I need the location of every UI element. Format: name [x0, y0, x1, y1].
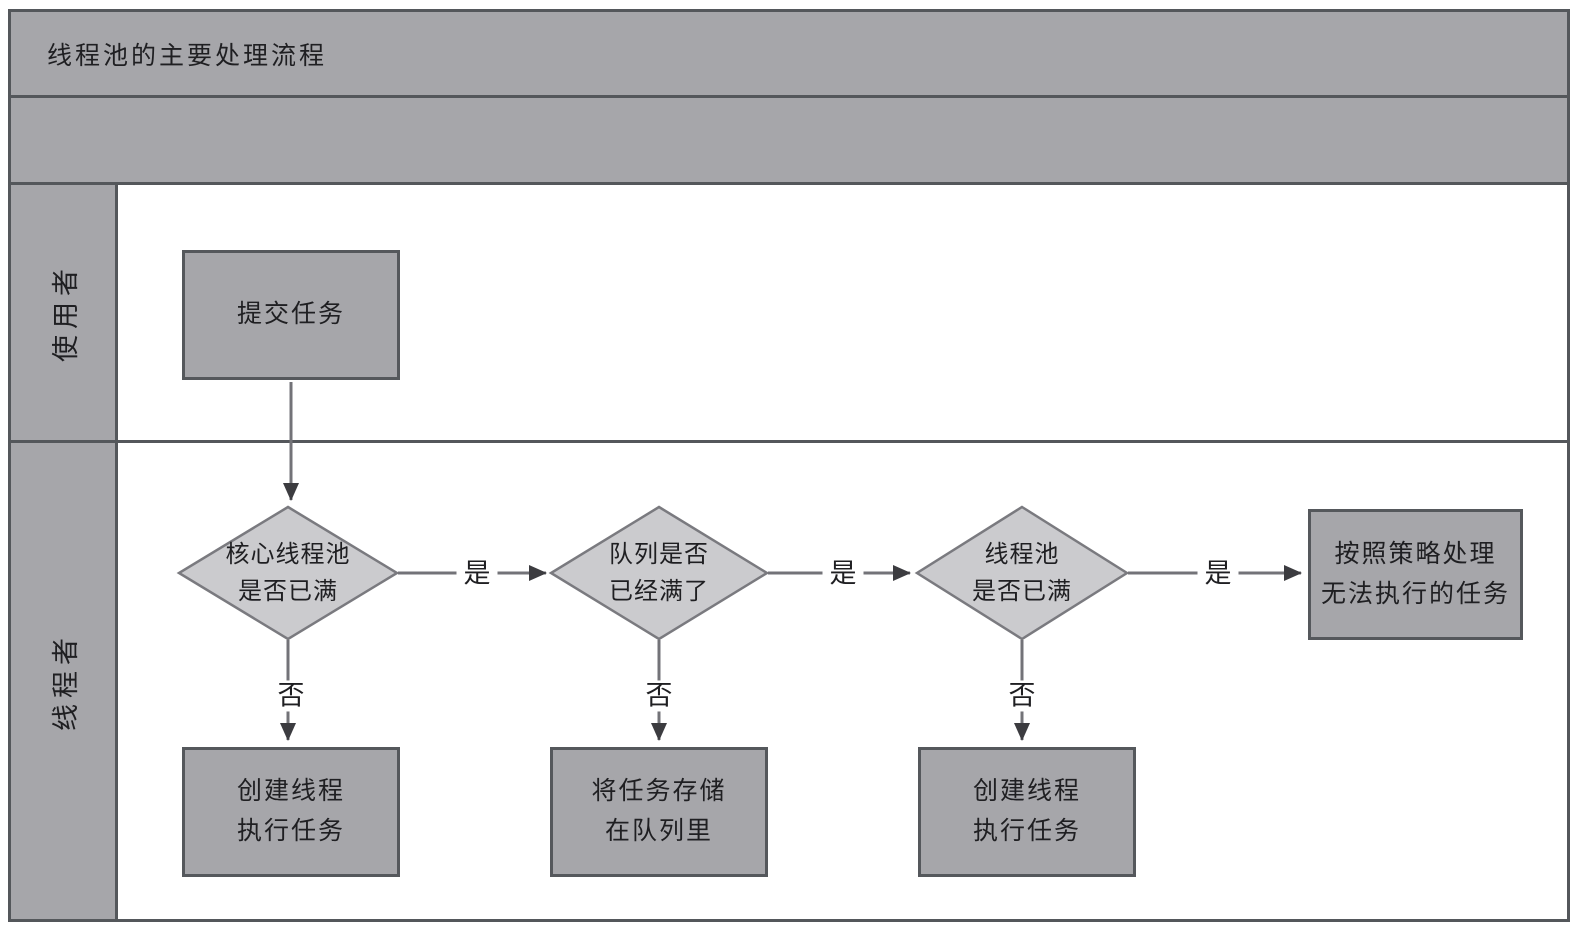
diagram-title-band: 线程池的主要处理流程	[11, 12, 1567, 98]
diamond-queue-full-label: 队列是否 已经满了	[609, 537, 709, 611]
node-policy-line2: 无法执行的任务	[1320, 580, 1510, 608]
diamond-core-line2: 是否已满	[238, 579, 338, 605]
diamond-pool-full-label: 线程池 是否已满	[972, 537, 1072, 611]
diamond-queue-line2: 已经满了	[609, 579, 709, 605]
diamond-core-line1: 核心线程池	[225, 542, 351, 568]
node-create-thread-2-line2: 执行任务	[972, 818, 1081, 845]
node-store-in-queue-line2: 在队列里	[604, 818, 713, 845]
diamond-queue-line1: 队列是否	[609, 542, 709, 568]
node-store-in-queue: 将任务存储 在队列里	[550, 747, 768, 877]
node-create-thread-2-line1: 创建线程	[972, 778, 1081, 805]
node-policy-line1: 按照策略处理	[1334, 540, 1497, 568]
edge-label-no-3: 否	[1001, 680, 1043, 712]
diamond-pool-line1: 线程池	[984, 542, 1060, 568]
diagram-empty-band	[11, 98, 1567, 185]
diamond-queue-full	[548, 505, 770, 641]
node-create-thread-1: 创建线程 执行任务	[182, 747, 400, 877]
node-create-thread-1-line2: 执行任务	[236, 818, 345, 845]
lane-thread: 线程者	[11, 443, 118, 919]
edge-label-yes-3: 是	[1197, 558, 1239, 590]
diagram-title: 线程池的主要处理流程	[47, 42, 328, 70]
edge-label-yes-2: 是	[822, 558, 864, 590]
node-submit-task-label: 提交任务	[236, 301, 345, 328]
diamond-pool-line2: 是否已满	[972, 579, 1072, 605]
node-create-thread-2: 创建线程 执行任务	[918, 747, 1136, 877]
node-submit-task: 提交任务	[182, 250, 400, 380]
node-policy-handle: 按照策略处理 无法执行的任务	[1308, 509, 1523, 640]
edge-label-no-1: 否	[270, 680, 312, 712]
edge-label-yes-1: 是	[456, 558, 498, 590]
diamond-core-pool-full-label: 核心线程池 是否已满	[226, 537, 351, 611]
edge-label-no-2: 否	[638, 680, 680, 712]
diamond-core-pool-full	[176, 505, 400, 641]
diamond-pool-full	[914, 505, 1130, 641]
node-create-thread-1-line1: 创建线程	[236, 778, 345, 805]
node-store-in-queue-line1: 将任务存储	[591, 778, 727, 805]
lane-divider-line	[11, 440, 1567, 443]
lane-user: 使用者	[11, 185, 118, 440]
